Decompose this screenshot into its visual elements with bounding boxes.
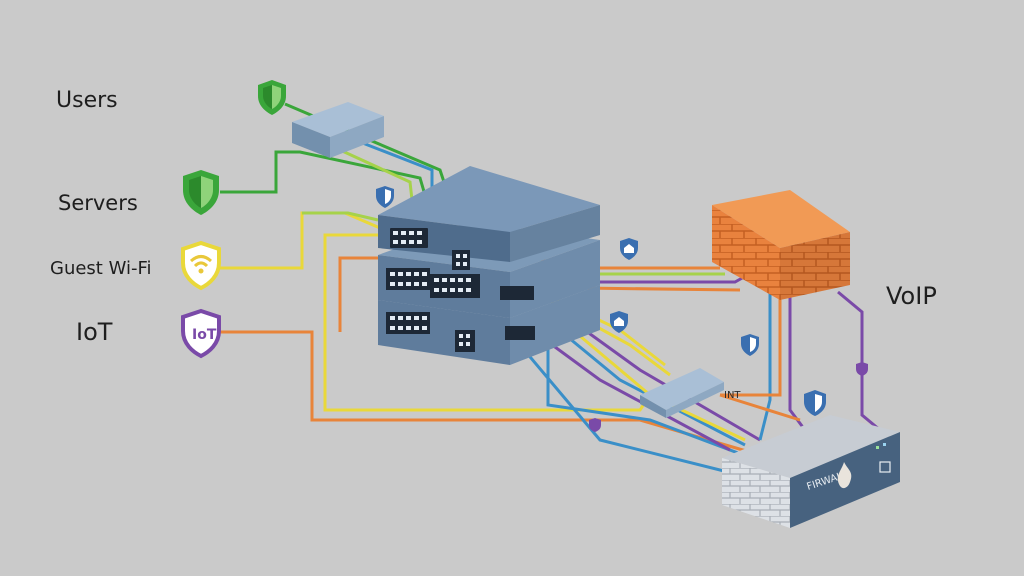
cable-servers-green — [220, 150, 427, 196]
mini-shield-icons — [376, 186, 868, 432]
cable-edge-orange — [719, 393, 801, 422]
label-guest-wifi: Guest Wi-Fi — [50, 258, 152, 279]
access-switch[interactable] — [292, 102, 384, 158]
label-users: Users — [56, 88, 118, 113]
mini-shield-icon — [610, 311, 628, 333]
cable-orange-up — [338, 256, 380, 332]
mini-shield-icon — [376, 186, 394, 208]
mini-shield-icon — [589, 418, 601, 432]
cable-fw-down-purple — [788, 290, 807, 431]
mini-shield-icon — [804, 390, 826, 416]
iot-shield-icon: IoT — [181, 308, 221, 359]
cable-fw-down-blue — [758, 285, 772, 441]
green-shield-icon-servers — [183, 170, 219, 215]
flame-icon — [837, 462, 852, 489]
brick-firewall[interactable] — [712, 190, 850, 300]
status-led — [876, 446, 879, 449]
mini-shield-icon — [856, 362, 868, 376]
switch-unit-top — [378, 166, 600, 262]
firewall-appliance[interactable]: FIRWALT — [722, 415, 900, 528]
label-voip: VoIP — [886, 282, 937, 310]
cable-access-lightgreen — [339, 148, 414, 201]
cable-access-blue — [359, 140, 434, 190]
cable-fw-down-orange — [720, 290, 782, 397]
mini-shield-icon — [741, 334, 759, 356]
edge-switch[interactable]: INT — [640, 368, 741, 418]
cable-guest-yellow — [220, 211, 381, 270]
label-servers: Servers — [58, 191, 138, 215]
appliance-port — [879, 461, 891, 473]
label-iot: IoT — [76, 318, 113, 346]
svg-text:IoT: IoT — [192, 327, 217, 343]
mini-shield-icon — [620, 238, 638, 260]
green-shield-icon-users — [258, 80, 286, 115]
wifi-shield-icon — [181, 240, 221, 291]
cable-guest-lightgreen — [302, 211, 379, 222]
cable-voip-purple — [837, 290, 881, 432]
edge-switch-text: INT — [724, 390, 741, 401]
core-switch-stack[interactable] — [378, 166, 600, 365]
